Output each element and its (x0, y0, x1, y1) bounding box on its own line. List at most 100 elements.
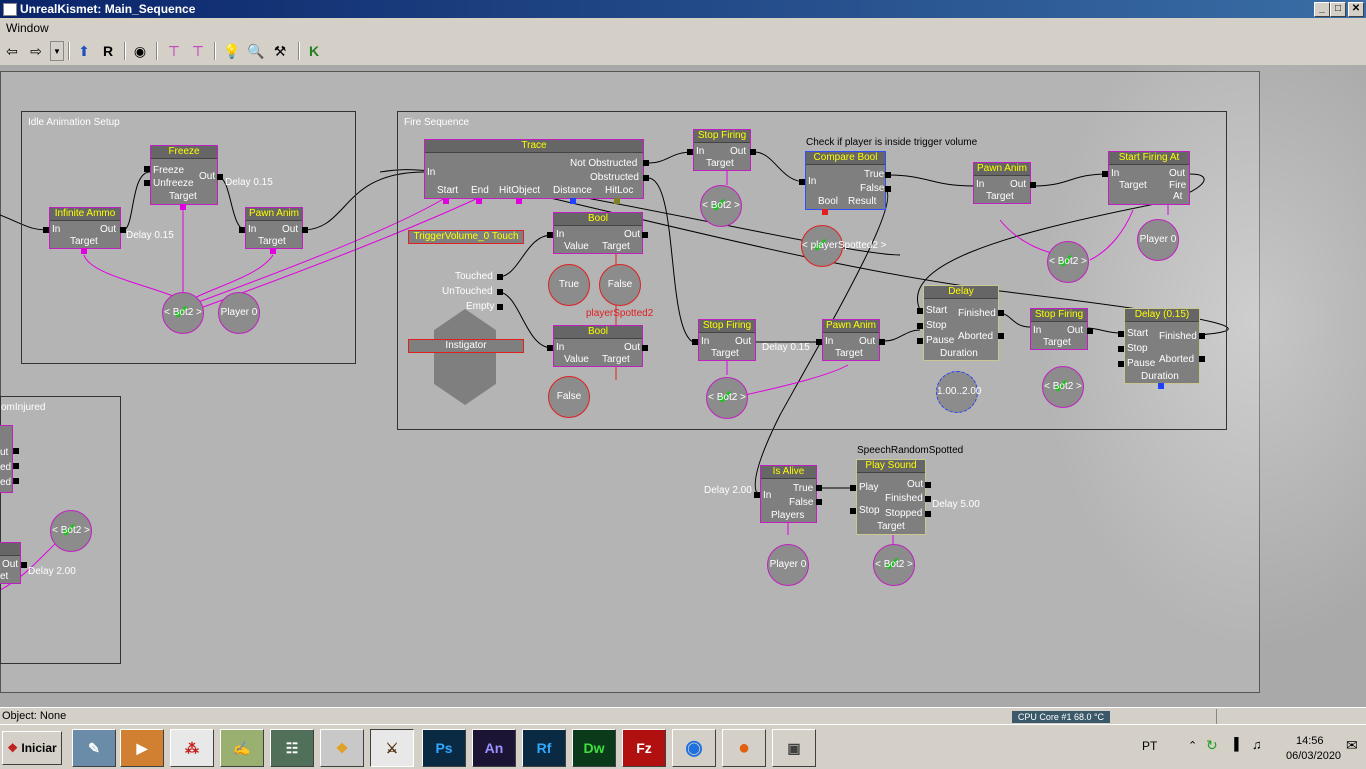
node-delay[interactable]: Delay (0.15) Start Stop Pause Finished A… (1124, 308, 1200, 384)
clock-time[interactable]: 14:56 (1296, 735, 1324, 747)
forward-arrow-icon[interactable]: ⇨ (30, 43, 42, 59)
notepad-plus-icon[interactable]: ✍ (220, 729, 264, 767)
node-pawn-anim[interactable]: Pawn Anim In Out Target (973, 162, 1031, 204)
node-stop-firing[interactable]: Stop Firing In Out Target (698, 319, 756, 361)
chevron-up-icon[interactable]: ⌃ (1188, 740, 1198, 752)
variable-bot2[interactable]: ✔< Bot2 > (706, 377, 748, 419)
input-pin[interactable] (816, 339, 822, 345)
variable-pin[interactable] (270, 248, 276, 254)
node-bool[interactable]: Bool In Out Value Target (553, 212, 643, 254)
windows-logo-icon[interactable]: ❖ (320, 729, 364, 767)
output-pin[interactable] (217, 174, 223, 180)
output-pin[interactable] (13, 448, 19, 454)
node-infinite-ammo[interactable]: Infinite Ammo In Out Target (49, 207, 121, 249)
variable-bot2[interactable]: ✔< Bot2 > (50, 510, 92, 552)
variable-player0[interactable]: Player 0 (767, 544, 809, 586)
start-button[interactable]: ❖ Iniciar (2, 731, 62, 765)
output-pin[interactable] (925, 496, 931, 502)
variable-player0[interactable]: Player 0 (1137, 219, 1179, 261)
network-signal-icon[interactable]: ▐ (1230, 737, 1239, 751)
variable-false[interactable]: False (548, 376, 590, 418)
output-pin[interactable] (120, 227, 126, 233)
output-pin[interactable] (885, 186, 891, 192)
input-pin[interactable] (799, 179, 805, 185)
unlink-pins-icon[interactable]: ⊤ (191, 43, 205, 59)
input-pin[interactable] (547, 345, 553, 351)
output-pin[interactable] (13, 478, 19, 484)
chrome-browser-icon[interactable]: ◉ (672, 729, 716, 767)
media-player-icon[interactable]: ▶ (120, 729, 164, 767)
variable-false[interactable]: False (599, 264, 641, 306)
variable-pin[interactable] (1158, 383, 1164, 389)
node-start-firing-at[interactable]: Start Firing At In Out Target Fire At (1108, 151, 1190, 205)
output-pin[interactable] (816, 499, 822, 505)
node-play-sound[interactable]: Play Sound Play Stop Out Finished Stoppe… (856, 459, 926, 535)
output-pin[interactable] (497, 289, 503, 295)
volume-icon[interactable]: ♫ (1252, 737, 1262, 752)
variable-range[interactable]: 1.00..2.00 (936, 371, 981, 413)
variable-bot2[interactable]: ✔< Bot2 > (1042, 366, 1084, 408)
node-delay[interactable]: Delay Start Stop Pause Finished Aborted … (923, 285, 999, 361)
history-dropdown-icon[interactable]: ▼ (50, 41, 64, 61)
variable-player-spotted[interactable]: ✔< playerSpotted2 > (801, 225, 887, 267)
variable-pin[interactable] (81, 248, 87, 254)
input-pin[interactable] (692, 339, 698, 345)
variable-player0[interactable]: Player 0 (218, 292, 260, 334)
paint-app-icon[interactable]: ✎ (72, 729, 116, 767)
input-pin[interactable] (1118, 346, 1124, 352)
output-pin[interactable] (1199, 356, 1205, 362)
notification-icon[interactable]: ✉ (1346, 737, 1358, 753)
node-pawn-anim[interactable]: Pawn Anim In Out Target (822, 319, 880, 361)
input-pin[interactable] (547, 232, 553, 238)
input-pin[interactable] (917, 323, 923, 329)
back-arrow-icon[interactable]: ⇦ (6, 43, 18, 59)
variable-pin[interactable] (614, 198, 620, 204)
output-pin[interactable] (750, 149, 756, 155)
search-icon[interactable]: 🔍 (247, 43, 265, 59)
refresh-icon[interactable]: R (102, 43, 114, 59)
output-pin[interactable] (1087, 328, 1093, 334)
variable-true[interactable]: True (548, 264, 590, 306)
input-pin[interactable] (1102, 171, 1108, 177)
output-pin[interactable] (643, 160, 649, 166)
output-pin[interactable] (497, 274, 503, 280)
variable-pin[interactable] (822, 209, 828, 215)
minimize-button[interactable]: _ (1314, 2, 1330, 17)
output-pin[interactable] (1199, 333, 1205, 339)
photoshop-icon[interactable]: Ps (422, 729, 466, 767)
variable-bot2[interactable]: ✔< Bot2 > (162, 292, 204, 334)
filezilla-icon[interactable]: Fz (622, 729, 666, 767)
input-pin[interactable] (917, 308, 923, 314)
output-pin[interactable] (879, 339, 885, 345)
variable-pin[interactable] (476, 198, 482, 204)
fireworks-icon[interactable]: Rf (522, 729, 566, 767)
light-bulb-icon[interactable]: 💡 (223, 43, 241, 59)
input-pin[interactable] (850, 485, 856, 491)
output-pin[interactable] (1030, 182, 1036, 188)
variable-pin[interactable] (443, 198, 449, 204)
output-pin[interactable] (816, 485, 822, 491)
variable-pin[interactable] (516, 198, 522, 204)
variable-bot2[interactable]: ✔< Bot2 > (873, 544, 915, 586)
pdf-reader-icon[interactable]: ⁂ (170, 729, 214, 767)
node-is-alive[interactable]: Is Alive In True False Players (760, 465, 817, 523)
firefox-browser-icon[interactable]: ● (722, 729, 766, 767)
network-monitor-icon[interactable]: ☷ (270, 729, 314, 767)
output-pin[interactable] (925, 482, 931, 488)
restore-button[interactable]: □ (1330, 2, 1346, 17)
media-player-classic-icon[interactable]: ▣ (772, 729, 816, 767)
input-pin[interactable] (239, 227, 245, 233)
input-pin[interactable] (1118, 331, 1124, 337)
node-freeze[interactable]: Freeze Freeze Unfreeze Out Target (150, 145, 218, 205)
menu-window[interactable]: Window (6, 21, 49, 35)
tools-icon[interactable]: ⚒ (273, 43, 287, 59)
output-pin[interactable] (21, 562, 27, 568)
kismet-icon[interactable]: K (308, 43, 320, 59)
output-pin[interactable] (885, 172, 891, 178)
output-pin[interactable] (998, 333, 1004, 339)
output-pin[interactable] (302, 227, 308, 233)
node-trace[interactable]: Trace In Not Obstructed Obstructed Start… (424, 139, 644, 199)
link-pins-icon[interactable]: ⊤ (167, 43, 181, 59)
output-pin[interactable] (642, 345, 648, 351)
node-partial[interactable]: ut ed ed (0, 425, 13, 493)
